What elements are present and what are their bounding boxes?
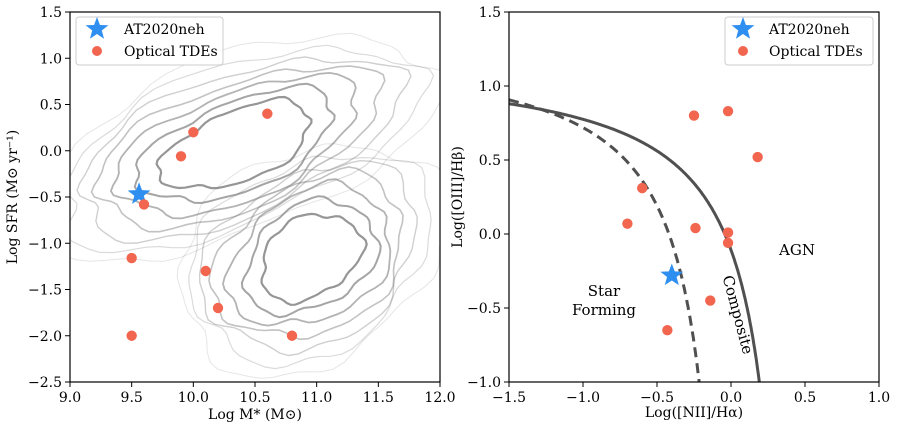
star-forming-contour <box>90 65 386 233</box>
optical-tde-point <box>705 295 716 306</box>
star-forming-contour <box>70 32 440 262</box>
legend-label-optical-tdes: Optical TDEs <box>769 44 863 60</box>
composite-label: Composite <box>719 273 757 356</box>
star-forming-contour <box>133 82 336 205</box>
quiescent-contour <box>260 212 368 306</box>
optical-tde-point <box>262 108 273 119</box>
x-tick-label: −1.5 <box>492 390 526 406</box>
legend-circle-marker <box>738 46 748 56</box>
plot-frame <box>69 11 441 383</box>
y-ticks: −1.0 −0.5 0.0 0.5 1.0 1.5 <box>467 5 509 391</box>
star-forming-label-line2: Forming <box>572 301 636 319</box>
y-tick-label: −2.0 <box>28 329 62 345</box>
optical-tde-point <box>662 325 673 336</box>
x-axis-label: Log M* (M⊙) <box>208 407 302 423</box>
quiescent-contour <box>176 143 440 379</box>
optical-tde-point <box>622 218 633 229</box>
optical-tde-point <box>175 151 187 162</box>
x-ticks: −1.5 −1.0 −0.5 0.0 0.5 1.0 <box>492 382 890 406</box>
optical-tde-point <box>722 105 734 117</box>
optical-tde-point <box>200 265 211 277</box>
x-tick-label: 11.5 <box>363 390 394 406</box>
optical-tde-point <box>752 151 763 163</box>
legend: AT2020neh Optical TDEs <box>75 16 224 66</box>
density-contours <box>70 32 440 379</box>
kewley-solid-curve <box>509 102 761 382</box>
data-marks <box>622 105 763 336</box>
optical-tde-point <box>690 222 701 234</box>
y-tick-label: −2.5 <box>28 375 62 391</box>
x-tick-label: 10.0 <box>178 390 209 406</box>
legend-star-marker <box>85 17 109 39</box>
legend-circle-marker <box>92 46 102 56</box>
optical-tde-point <box>126 330 137 341</box>
y-tick-label: −1.5 <box>28 283 62 299</box>
optical-tde-point <box>637 182 648 194</box>
x-tick-label: 0.0 <box>720 390 742 406</box>
plot-frame <box>508 11 880 383</box>
optical-tde-point <box>722 237 734 249</box>
legend-label-at2020neh: AT2020neh <box>123 22 205 38</box>
x-tick-label: 9.5 <box>121 390 143 406</box>
legend: AT2020neh Optical TDEs <box>724 16 874 66</box>
y-tick-label: 0.5 <box>479 153 501 169</box>
legend-label-at2020neh: AT2020neh <box>768 22 850 38</box>
x-tick-label: 12.0 <box>424 390 455 406</box>
y-tick-label: 0.0 <box>40 144 62 160</box>
x-tick-label: 1.0 <box>868 390 890 406</box>
star-forming-contour <box>76 56 412 244</box>
quiescent-contour <box>188 155 432 370</box>
optical-tde-point <box>286 330 298 341</box>
at2020neh-star-marker <box>660 263 684 286</box>
optical-tde-point <box>722 227 734 238</box>
y-tick-label: 0.0 <box>479 227 501 243</box>
x-tick-label: −0.5 <box>640 390 674 406</box>
y-tick-label: 1.5 <box>479 5 501 21</box>
y-tick-label: 1.0 <box>40 51 62 67</box>
x-tick-label: 10.5 <box>239 390 270 406</box>
star-forming-contour <box>70 44 435 254</box>
optical-tde-point <box>126 252 137 264</box>
demarcation-curves <box>509 98 761 382</box>
legend-star-marker <box>731 17 755 39</box>
x-ticks: 9.0 9.5 10.0 10.5 11.0 11.5 12.0 <box>59 382 456 406</box>
data-marks <box>126 108 298 341</box>
y-axis-label: Log SFR (M⊙ yr⁻¹) <box>5 130 21 264</box>
legend-box <box>75 16 224 66</box>
y-tick-label: 1.0 <box>479 79 501 95</box>
star-forming-contour <box>109 71 358 220</box>
x-axis-label: Log([NII]/Hα) <box>645 405 743 421</box>
x-tick-label: 0.5 <box>794 390 816 406</box>
kauffmann-dashed-curve <box>509 98 701 382</box>
star-forming-contour <box>155 95 313 190</box>
star-shape <box>731 17 755 39</box>
x-tick-label: 9.0 <box>59 390 81 406</box>
at2020neh-star-marker <box>127 182 151 204</box>
star-forming-label-line1: Star <box>588 282 621 300</box>
y-tick-label: −1.0 <box>467 375 501 391</box>
legend-box <box>724 16 874 66</box>
optical-tde-point <box>138 199 150 210</box>
y-tick-label: −1.0 <box>28 236 62 252</box>
y-ticks: −2.5 −2.0 −1.5 −1.0 −0.5 0.0 0.5 1.0 1.5 <box>28 5 70 391</box>
quiescent-contour <box>222 178 392 327</box>
x-tick-label: 11.0 <box>301 390 332 406</box>
y-tick-label: −0.5 <box>467 301 501 317</box>
optical-tde-point <box>188 127 199 138</box>
y-tick-label: −0.5 <box>28 190 62 206</box>
star-shape <box>85 17 109 39</box>
optical-tde-point <box>688 110 700 121</box>
y-tick-label: 0.5 <box>40 98 62 114</box>
y-axis-label: Log([OIII]/Hβ) <box>450 146 466 248</box>
optical-tde-point <box>212 302 224 314</box>
agn-label: AGN <box>778 241 815 259</box>
legend-label-optical-tdes: Optical TDEs <box>124 44 218 60</box>
y-tick-label: 1.5 <box>40 5 62 21</box>
quiescent-contour <box>240 195 382 319</box>
x-tick-label: −1.0 <box>566 390 600 406</box>
quiescent-contour <box>198 159 418 357</box>
